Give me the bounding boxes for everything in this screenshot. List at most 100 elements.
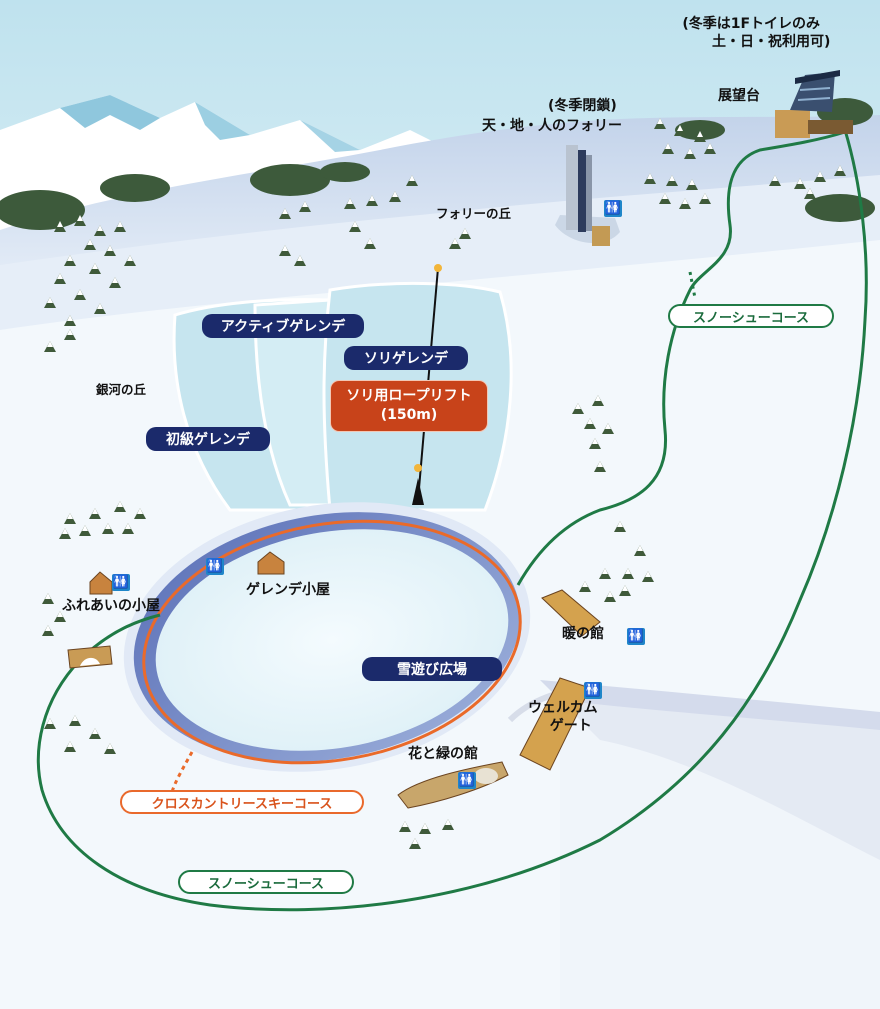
restroom-icon: 🚻 [627,628,645,645]
snowy-tree [699,193,711,204]
rope-lift-label: ソリ用ロープリフト (150m) [330,380,488,432]
snowy-tree [104,245,116,256]
dan-no-yakata-label: 暖の館 [562,626,604,642]
snowy-tree [44,297,56,308]
snowy-tree [344,198,356,209]
snowy-tree [694,131,706,142]
snowy-tree [54,273,66,284]
observatory-building [775,70,853,138]
observatory-label: 展望台 [718,88,760,104]
snowy-tree [686,179,698,190]
cross-country-connector [170,751,194,793]
snowy-tree [279,208,291,219]
snowy-tree [644,173,656,184]
restroom-icon: 🚻 [604,200,622,217]
snowy-tree [279,245,291,256]
snowy-tree [64,329,76,340]
snowy-tree [572,403,584,414]
snowy-tree [399,821,411,832]
snowy-tree [366,195,378,206]
active-gelande-label: アクティブゲレンデ [202,314,364,338]
snowshoe-course-bottom: スノーシューコース [178,870,354,894]
snowy-tree [44,341,56,352]
welcome-gate-line1: ウェルカム [528,700,598,716]
snowy-tree [74,289,86,300]
snowy-tree [94,303,106,314]
sled-gelande-label: ソリゲレンデ [344,346,468,370]
snowy-tree [659,193,671,204]
snowy-tree [592,395,604,406]
restroom-icon: 🚻 [206,558,224,575]
snowy-tree [114,221,126,232]
snowy-tree [579,581,591,592]
snowy-tree [64,255,76,266]
snowy-tree [64,513,76,524]
snowy-tree [666,175,678,186]
snowy-tree [54,611,66,622]
snowy-tree [622,568,634,579]
snowy-tree [114,501,126,512]
snowy-tree [654,118,666,129]
snowy-tree [602,423,614,434]
snowy-tree [794,178,806,189]
hana-midori-label: 花と緑の館 [408,746,478,762]
snowy-tree [124,255,136,266]
snowy-tree [614,521,626,532]
snowy-tree [594,461,606,472]
welcome-gate-line2: ゲート [549,717,592,734]
snowy-tree [364,238,376,249]
snowy-tree [442,819,454,830]
cross-country-course: クロスカントリースキーコース [120,790,364,814]
hana-midori-building [397,761,509,809]
restroom-icon: 🚻 [458,772,476,789]
folly-towers [555,145,620,246]
snowy-tree [64,315,76,326]
snow-plaza-ring [123,502,531,772]
snowy-tree [349,221,361,232]
snowy-tree [74,215,86,226]
snowy-tree [89,263,101,274]
restroom-icon: 🚻 [584,682,602,699]
snowy-tree [84,239,96,250]
snowy-tree [634,545,646,556]
snowy-tree [69,715,81,726]
snowshoe-course-top: スノーシューコース [668,304,834,328]
snowy-tree [804,188,816,199]
snowy-tree [42,625,54,636]
snowy-tree [409,838,421,849]
bridge [67,645,113,669]
snowy-tree [599,568,611,579]
snowy-tree [704,143,716,154]
fureai-hut-label: ふれあいの小屋 [62,598,160,614]
beginner-gelande-label: 初級ゲレンデ [146,427,270,451]
snowy-tree [59,528,71,539]
snowy-tree [44,718,56,729]
toilet-note-line2: 土・日・祝利用可) [712,33,831,50]
toilet-note-line1: (冬季は1Fトイレのみ [682,16,821,32]
snowy-tree [54,221,66,232]
folly-hill-label: フォリーの丘 [436,206,512,221]
rope-lift-length: (150m) [380,407,438,423]
snowy-tree [459,228,471,239]
huts [89,551,285,595]
snowy-tree [604,591,616,602]
snowy-tree [662,143,674,154]
snowy-tree [814,171,826,182]
snowy-tree [122,523,134,534]
snowy-tree [769,175,781,186]
dan-no-yakata-building [541,589,601,637]
snowy-tree [134,508,146,519]
welcome-gate-label: ウェルカム ゲート [528,700,598,735]
snowy-tree [94,225,106,236]
ridge-trees [0,98,875,230]
snowy-tree [89,508,101,519]
snowshoe-course-line [36,129,868,912]
snowy-tree [674,125,686,136]
snowy-tree [294,255,306,266]
snowy-tree [104,743,116,754]
snowy-tree [389,191,401,202]
snowy-tree [679,198,691,209]
folly-note-label: (冬季閉鎖) [548,98,617,114]
